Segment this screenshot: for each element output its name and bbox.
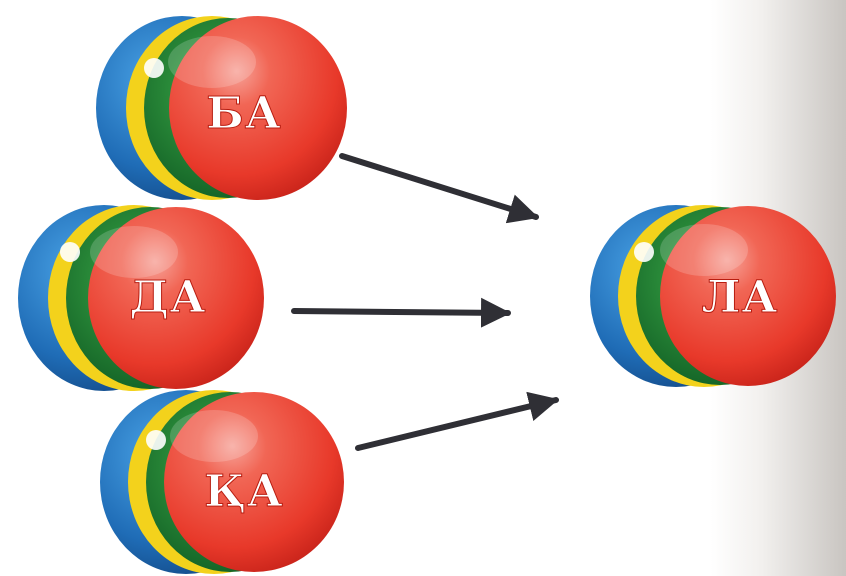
ball-shine-dot — [144, 58, 164, 78]
ball-red-layer — [660, 206, 836, 386]
ball-highlight — [660, 224, 748, 276]
arrow-ba-to-la — [339, 153, 539, 224]
syllable-ball-la: ЛА — [590, 205, 836, 387]
ball-label-ba: БА — [206, 88, 281, 139]
ball-shine-dot — [146, 430, 166, 450]
arrow-da-to-la — [291, 297, 511, 328]
ball-label-qa: ҚА — [204, 466, 284, 517]
syllable-ball-qa: ҚА — [100, 390, 344, 574]
ball-highlight — [90, 226, 178, 278]
ball-shine-dot — [634, 242, 654, 262]
ball-label-la: ЛА — [702, 272, 779, 323]
ball-highlight — [168, 36, 256, 88]
syllable-ball-da: ДА — [18, 205, 264, 391]
ball-red-layer — [88, 207, 264, 389]
ball-label-da: ДА — [130, 272, 207, 323]
ball-highlight — [170, 410, 258, 462]
syllable-ball-ba: БА — [96, 16, 347, 200]
ball-red-layer — [164, 392, 344, 572]
arrow-qa-to-la — [355, 391, 559, 451]
ball-red-layer — [169, 16, 347, 200]
ball-shine-dot — [60, 242, 80, 262]
